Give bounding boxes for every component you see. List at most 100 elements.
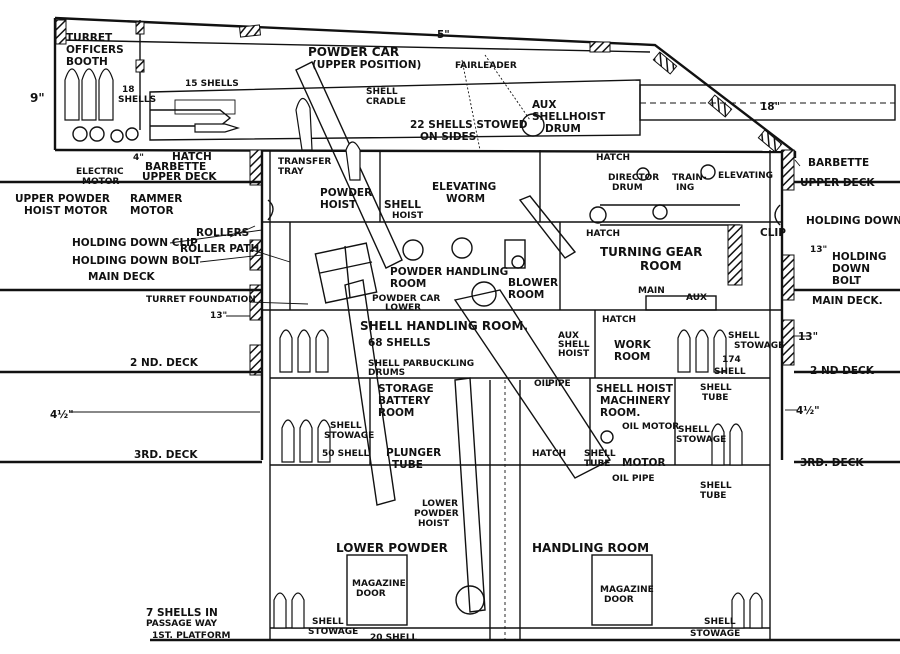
label-upper-powder-hoist-motor-2: HOIST MOTOR: [24, 205, 108, 217]
label-turret-officers-booth-2: OFFICERS: [66, 44, 124, 56]
label-oil-pipe-lower: OIL PIPE: [612, 474, 655, 484]
label-powder-car-lower-2: LOWER: [385, 303, 421, 313]
gun-barrel: [149, 79, 896, 141]
label-shell-tube-right-2: TUBE: [702, 393, 728, 403]
label-shells-15: 15 SHELLS: [185, 79, 239, 89]
label-turret-officers-booth-3: BOOTH: [66, 56, 108, 68]
deck-lines: [0, 180, 900, 642]
label-hatch-lower: HATCH: [532, 449, 566, 459]
label-dim-18: 18": [760, 101, 780, 113]
internal-structure: [267, 54, 781, 640]
label-upper-deck-right: UPPER DECK: [800, 177, 875, 189]
label-shell-tube-far-2: TUBE: [700, 491, 726, 501]
label-shell-cradle-2: CRADLE: [366, 97, 406, 107]
label-dim-9: 9": [30, 91, 45, 105]
label-shell-stowage-right-2: STOWAGE: [676, 435, 726, 445]
stowage-shells: [273, 97, 763, 629]
label-shells-18-2: SHELLS: [118, 95, 156, 105]
label-holding-down-clip-right-2: CLIP: [760, 227, 786, 239]
label-shell-parbuckling-drums-2: DRUMS: [368, 368, 405, 378]
label-powder-hoist-2: HOIST: [320, 199, 357, 211]
label-work-room-1: WORK: [614, 339, 652, 351]
label-electric-motor-2: MOTOR: [82, 177, 119, 187]
label-shell-stowage-left-1: SHELL: [330, 421, 362, 431]
label-powder-handling-room-1: POWDER HANDLING: [390, 266, 508, 278]
label-main-deck-right: MAIN DECK.: [812, 295, 883, 307]
label-shells-passage-2: PASSAGE WAY: [146, 619, 218, 629]
label-elevating-right: ELEVATING: [718, 171, 773, 181]
label-holding-down-bolt-right-2: DOWN: [832, 263, 870, 275]
label-transfer-tray-2: TRAY: [278, 167, 304, 177]
label-shells-22-2: ON SIDES: [420, 131, 476, 143]
label-aux-shellhoist-drum-1: AUX: [532, 99, 556, 111]
label-dim-5: 5": [437, 29, 450, 41]
label-holding-down-clip-right-1: HOLDING DOWN: [806, 215, 900, 227]
label-shell-stowage-bottom-left-2: STOWAGE: [308, 627, 358, 637]
label-dim-4half-left: 4½": [50, 409, 74, 421]
label-shell-hoist-machinery-room-2: MACHINERY: [600, 395, 670, 407]
label-dim-13-left: 13": [210, 311, 227, 321]
label-storage-battery-room-1: STORAGE: [378, 383, 434, 395]
label-shell-cradle-1: SHELL: [366, 87, 398, 97]
label-powder-car-upper-2: (UPPER POSITION): [312, 59, 421, 71]
label-barbette-left: BARBETTE: [145, 161, 206, 173]
label-magazine-door-left-2: DOOR: [356, 589, 386, 599]
label-blower-room-1: BLOWER: [508, 277, 558, 289]
label-magazine-door-left-1: MAGAZINE: [352, 579, 406, 589]
label-dim-13-lower: 13": [798, 331, 818, 343]
label-shells-passage-3: 1ST. PLATFORM: [152, 631, 231, 641]
label-lower-powder: LOWER POWDER: [336, 541, 448, 555]
label-shells-22-1: 22 SHELLS STOWED: [410, 119, 528, 131]
label-shell-handling-room: SHELL HANDLING ROOM.: [360, 319, 528, 333]
label-main: MAIN: [638, 286, 665, 296]
label-oil-motor: OIL MOTOR: [622, 422, 679, 432]
label-shell-tube-far-1: SHELL: [700, 481, 732, 491]
label-hatch-right: HATCH: [596, 153, 630, 163]
label-shell-hoist-machinery-room-3: ROOM.: [600, 407, 640, 419]
label-upper-powder-hoist-motor-1: UPPER POWDER: [15, 193, 110, 205]
label-shell-stowage-right-1: SHELL: [678, 425, 710, 435]
label-shells-18-1: 18: [122, 85, 135, 95]
label-shell-stowage-174-1: SHELL: [728, 331, 760, 341]
label-hatch-mid: HATCH: [586, 229, 620, 239]
label-turret-officers-booth-1: TURRET: [66, 32, 113, 44]
label-aux: AUX: [686, 293, 707, 303]
label-barbette-right: BARBETTE: [808, 157, 869, 169]
label-shell-tube-lower-1: SHELL: [584, 449, 616, 459]
label-director-drum-2: DRUM: [612, 183, 643, 193]
label-turning-gear-room-1: TURNING GEAR: [600, 245, 702, 259]
label-holding-down-bolt-right-3: BOLT: [832, 275, 862, 287]
label-director-drum-1: DIRECTOR: [608, 173, 659, 183]
label-dim-4half-right: 4½": [796, 405, 820, 417]
label-hatch-small: HATCH: [602, 315, 636, 325]
labels: TURRET OFFICERS BOOTH POWDER CAR (UPPER …: [15, 29, 900, 643]
label-shell-tube-lower-2: TUBE: [584, 459, 610, 469]
label-main-deck-left: MAIN DECK: [88, 271, 156, 283]
label-lower-powder-hoist-3: HOIST: [418, 519, 450, 529]
label-shell-tube-right-1: SHELL: [700, 383, 732, 393]
label-second-deck-right: 2 ND DECK: [810, 365, 875, 377]
label-holding-down-clip-left: HOLDING DOWN CLIP: [72, 237, 198, 249]
label-holding-down-bolt-right-1: HOLDING: [832, 251, 886, 263]
leader-lines: [70, 159, 808, 413]
label-plunger-tube-2: TUBE: [392, 459, 423, 471]
label-training-2: ING: [676, 183, 694, 193]
label-plunger-tube-1: PLUNGER: [386, 447, 441, 459]
label-shell-stowage-bottom-left-1: SHELL: [312, 617, 344, 627]
label-magazine-door-right-2: DOOR: [604, 595, 634, 605]
label-shells-68: 68 SHELLS: [368, 337, 431, 349]
label-oil-pipe-upper-2: PIPE: [548, 379, 571, 389]
label-shell-stowage-bottom-right-2: STOWAGE: [690, 629, 740, 639]
label-shell-stowage-bottom-right-1: SHELL: [704, 617, 736, 627]
label-dim-13-right: 13": [810, 245, 827, 255]
label-powder-handling-room-2: ROOM: [390, 278, 426, 290]
label-shell-parbuckling-drums-1: SHELL PARBUCKLING: [368, 359, 474, 369]
label-storage-battery-room-2: BATTERY: [378, 395, 431, 407]
label-storage-battery-room-3: ROOM: [378, 407, 414, 419]
label-second-deck-left: 2 ND. DECK: [130, 357, 199, 369]
label-shell-stowage-left-2: STOWAGE: [324, 431, 374, 441]
label-aux-shell-hoist-2: SHELL: [558, 340, 590, 350]
label-magazine-door-right-1: MAGAZINE: [600, 585, 654, 595]
label-shells-passage-1: 7 SHELLS IN: [146, 607, 218, 619]
